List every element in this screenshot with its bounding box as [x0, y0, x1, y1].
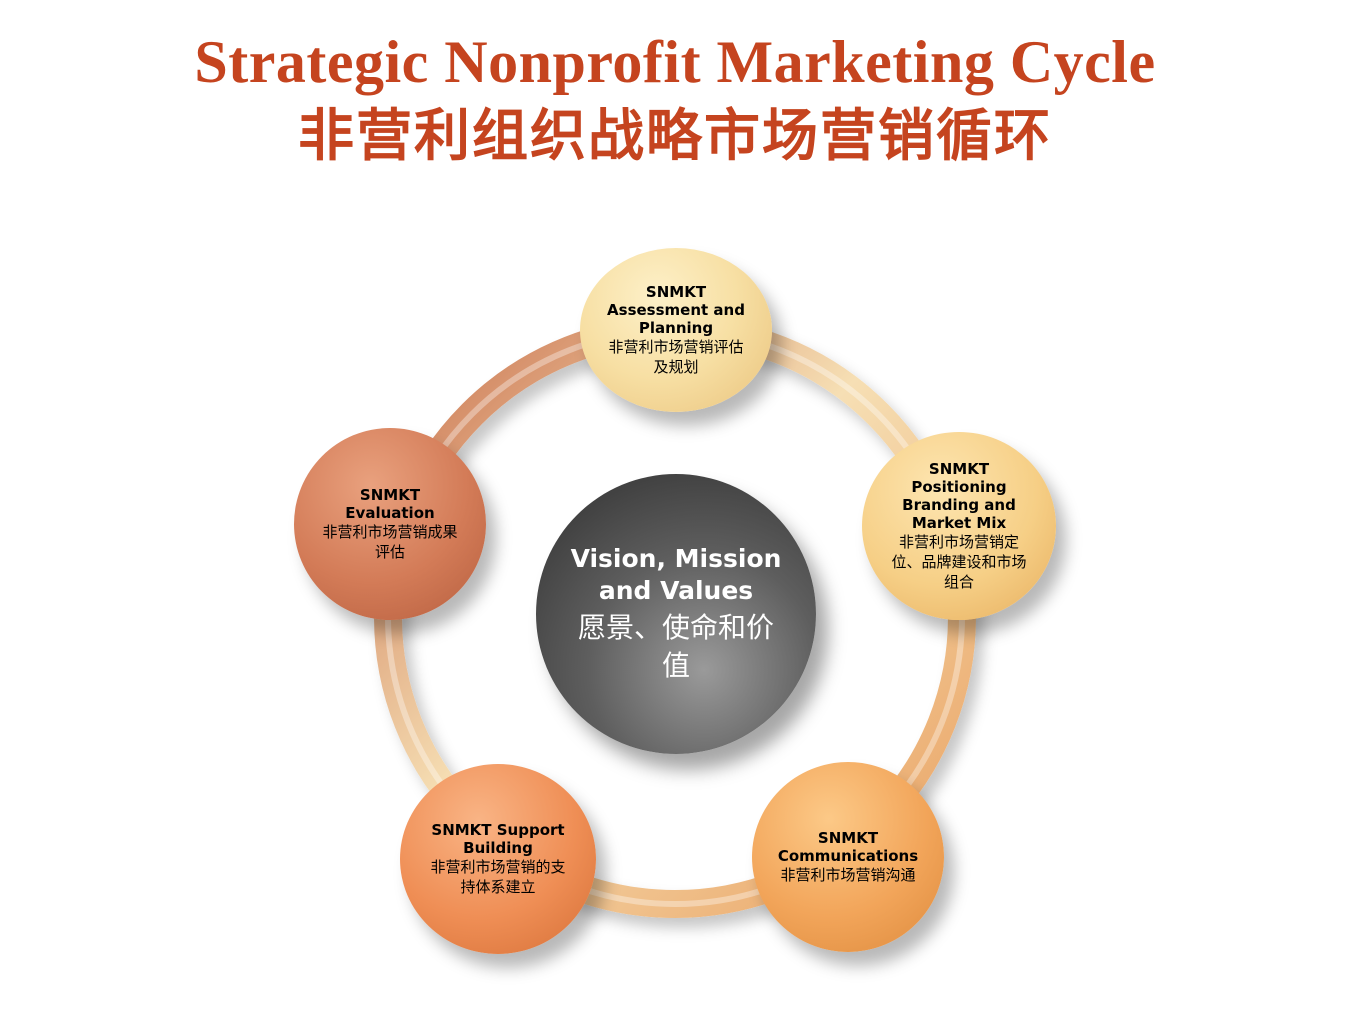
node-support-chinese: 非营利市场营销的支持体系建立	[430, 858, 566, 896]
node-evaluation-chinese: 非营利市场营销成果评估	[322, 523, 458, 561]
page-title: Strategic Nonprofit Marketing Cycle	[194, 29, 1156, 95]
node-support-english: SNMKT Support Building	[431, 821, 565, 857]
node-positioning-chinese: 非营利市场营销定位、品牌建设和市场组合	[891, 533, 1027, 591]
center-vision-mission-values: Vision, Mission and Values 愿景、使命和价值	[536, 474, 816, 754]
node-communications-english: SNMKT Communications	[777, 829, 919, 865]
center-english: Vision, Mission and Values	[570, 544, 782, 605]
node-assessment-planning: SNMKT Assessment and Planning 非营利市场营销评估及…	[580, 248, 772, 412]
node-positioning-branding: SNMKT Positioning Branding and Market Mi…	[862, 432, 1056, 620]
node-evaluation-english: SNMKT Evaluation	[345, 486, 435, 522]
node-assessment-chinese: 非营利市场营销评估及规划	[608, 338, 744, 376]
node-communications: SNMKT Communications 非营利市场营销沟通	[752, 762, 944, 952]
node-evaluation: SNMKT Evaluation 非营利市场营销成果评估	[294, 428, 486, 620]
node-support-building: SNMKT Support Building 非营利市场营销的支持体系建立	[400, 764, 596, 954]
node-communications-chinese: 非营利市场营销沟通	[780, 866, 916, 884]
center-chinese: 愿景、使命和价值	[577, 611, 774, 682]
node-positioning-english: SNMKT Positioning Branding and Market Mi…	[902, 460, 1016, 532]
node-assessment-english: SNMKT Assessment and Planning	[607, 283, 745, 337]
page-subtitle: 非营利组织战略市场营销循环	[298, 104, 1052, 169]
